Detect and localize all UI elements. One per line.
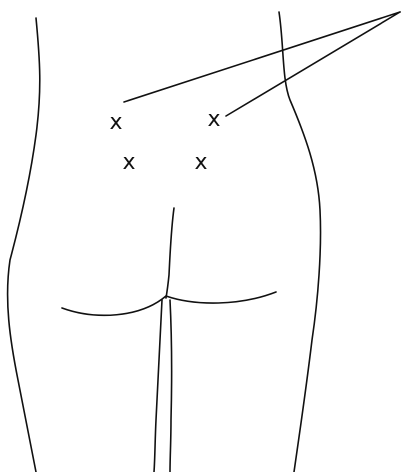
left-gluteal-fold <box>62 296 166 315</box>
site-mark-upper-right: x <box>207 107 220 132</box>
leader-line-upper-right <box>226 12 400 116</box>
svg-text:x: x <box>194 150 207 175</box>
svg-text:x: x <box>109 110 122 135</box>
site-mark-upper-left: x <box>109 110 122 135</box>
site-mark-lower-right: x <box>194 150 207 175</box>
right-inner-thigh-line <box>170 300 172 472</box>
right-gluteal-fold <box>166 292 276 303</box>
left-inner-thigh-line <box>154 300 162 472</box>
svg-text:x: x <box>207 107 220 132</box>
svg-text:x: x <box>122 150 135 175</box>
leader-line-upper-left <box>124 12 400 102</box>
left-body-contour <box>8 18 40 472</box>
gluteal-cleft-line <box>166 208 174 298</box>
site-mark-lower-left: x <box>122 150 135 175</box>
